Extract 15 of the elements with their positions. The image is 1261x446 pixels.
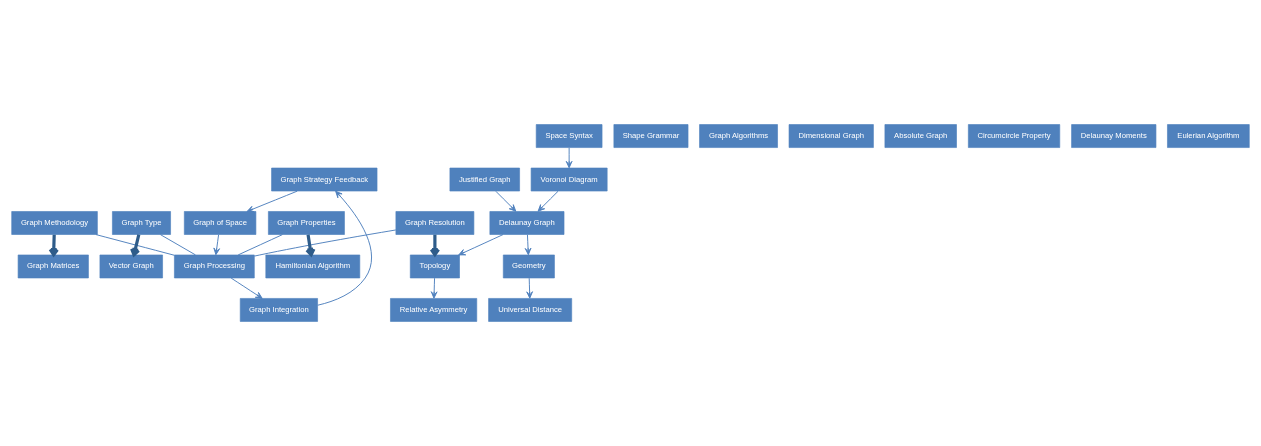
arrow [565,147,573,169]
arrow [213,234,221,256]
connector [159,234,196,256]
arrow [130,234,141,257]
arrow [230,277,263,299]
arrow [526,277,533,299]
arrow [246,190,298,213]
connector [237,234,283,256]
arrow [495,190,517,212]
arrow [524,234,532,256]
arrow [537,190,559,212]
arrow [317,190,373,306]
connector [95,234,175,256]
arrow [430,277,438,299]
arrow [458,234,504,256]
